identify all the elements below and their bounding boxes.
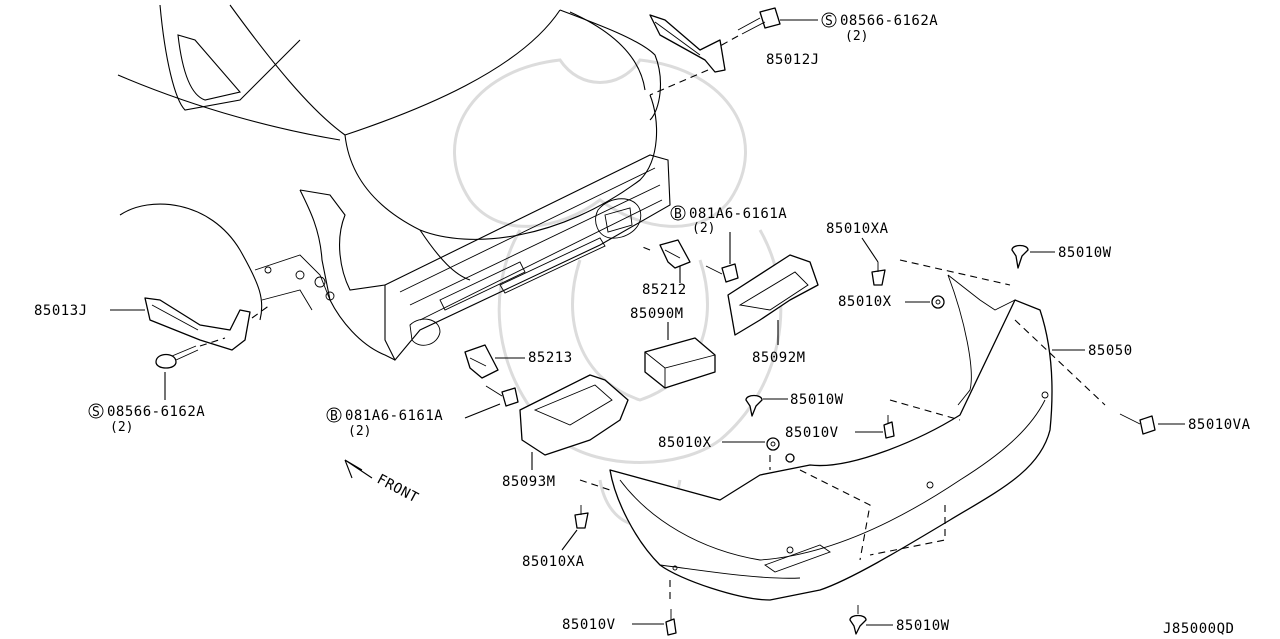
callout-absorber-center: 85090M [630, 306, 684, 322]
callout-clip-xa-top: 85010XA [826, 221, 889, 237]
svg-text:B: B [330, 409, 338, 424]
circled-letter-icon: S [821, 12, 837, 29]
clip-85010W-bottom[interactable] [849, 605, 867, 635]
callout-bumper-fascia: 85050 [1088, 343, 1133, 359]
callout-screw-top-right: 08566-6162A [840, 13, 938, 29]
clip-85010W-mid[interactable] [745, 394, 763, 417]
callout-screw-top-right-qty: (2) [845, 29, 868, 44]
clip-85010VA[interactable] [1119, 413, 1156, 435]
callout-clip-v-mid: 85010V [785, 425, 839, 441]
callout-clip-v-bottom: 85010V [562, 617, 616, 633]
callout-retainer-upper: 85212 [642, 282, 687, 298]
vehicle-rear-body [117, 4, 671, 361]
callout-retainer-lower: 85213 [528, 350, 573, 366]
circled-letter-icon: B [670, 205, 686, 222]
circled-letter-icon: S [88, 403, 104, 420]
callout-clip-x-mid: 85010X [658, 435, 712, 451]
callout-bolt-upper-qty: (2) [692, 221, 715, 236]
absorber-85092M[interactable] [727, 254, 819, 336]
clip-85010V-mid[interactable] [883, 415, 895, 439]
callout-bolt-upper: 081A6-6161A [689, 206, 787, 222]
clip-85010X-top[interactable] [931, 295, 945, 309]
circled-letter-icon: B [326, 407, 342, 424]
retainer-85212[interactable] [659, 239, 691, 269]
bolt-upper[interactable] [705, 263, 739, 283]
bracket-85013J[interactable] [144, 297, 251, 351]
absorber-85090M[interactable] [644, 337, 716, 389]
svg-text:B: B [674, 207, 682, 222]
bumper-fascia-85050[interactable] [609, 274, 1053, 601]
callout-bolt-lower-qty: (2) [348, 424, 371, 439]
svg-text:S: S [825, 14, 833, 29]
diagram-code: J85000QD [1163, 621, 1234, 637]
front-arrow-icon [344, 459, 373, 479]
callout-bolt-lower: 081A6-6161A [345, 408, 443, 424]
callout-screw-left: 08566-6162A [107, 404, 205, 420]
clip-85010V-bottom[interactable] [665, 609, 677, 636]
callout-absorber-right: 85092M [752, 350, 806, 366]
callout-clip-w-mid: 85010W [790, 392, 844, 408]
bolt-lower[interactable] [485, 385, 519, 407]
clip-85010X-mid[interactable] [766, 437, 795, 463]
callout-clip-x-top: 85010X [838, 294, 892, 310]
clip-85010XA-bottom[interactable] [574, 505, 589, 529]
front-label: FRONT [374, 471, 421, 506]
screw-top-right[interactable] [737, 7, 781, 35]
absorber-85093M[interactable] [519, 374, 629, 456]
screw-left[interactable] [155, 345, 199, 369]
callout-bracket-left: 85013J [34, 303, 88, 319]
svg-text:S: S [92, 405, 100, 420]
clip-85010XA-top[interactable] [871, 262, 886, 286]
clip-85010W-top[interactable] [1011, 244, 1029, 269]
callout-absorber-left: 85093M [502, 474, 556, 490]
callout-clip-va: 85010VA [1188, 417, 1251, 433]
callout-clip-w-bottom: 85010W [896, 618, 950, 634]
retainer-85213[interactable] [464, 344, 499, 379]
callout-screw-left-qty: (2) [110, 420, 133, 435]
callout-clip-xa-bottom: 85010XA [522, 554, 585, 570]
bracket-85012J[interactable] [649, 14, 726, 73]
callout-bracket-top: 85012J [766, 52, 820, 68]
callout-clip-w-top: 85010W [1058, 245, 1112, 261]
